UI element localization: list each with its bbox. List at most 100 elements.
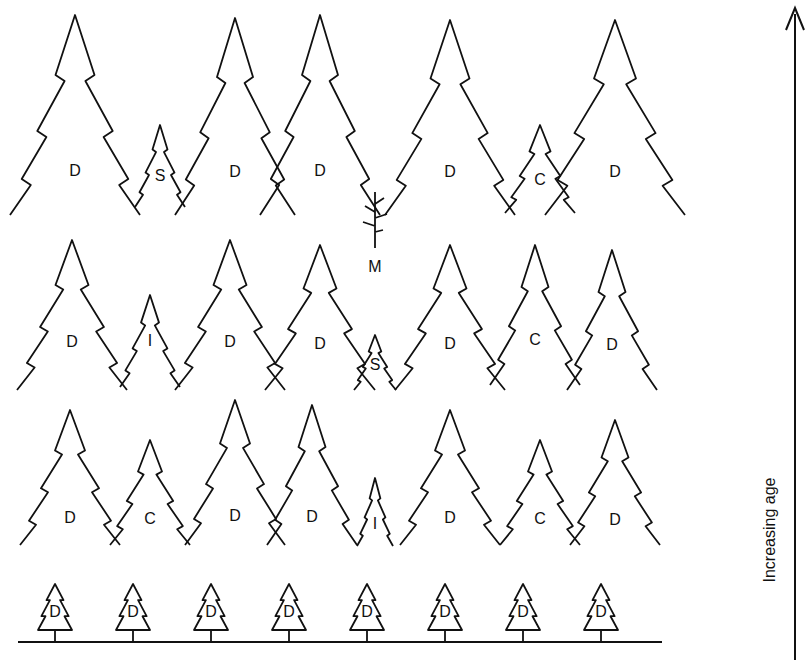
tree-outline bbox=[490, 245, 580, 385]
tree-outline bbox=[567, 250, 657, 390]
crown-class-letter: I bbox=[373, 515, 377, 533]
outline-path bbox=[10, 15, 140, 215]
tree-crown: D bbox=[395, 245, 505, 390]
crown-class-letter: D bbox=[64, 509, 76, 527]
tree-outline bbox=[395, 245, 505, 390]
crown-class-letter: D bbox=[229, 507, 241, 525]
outline-path bbox=[400, 410, 500, 545]
outline-path bbox=[354, 335, 396, 390]
tree-crown: D bbox=[116, 584, 150, 642]
tree-crown: D bbox=[428, 584, 462, 642]
outline-path bbox=[506, 584, 540, 642]
crown-class-letter: D bbox=[224, 333, 236, 351]
outline-path bbox=[395, 245, 505, 390]
tree-crown: D bbox=[570, 420, 660, 545]
outline-path bbox=[490, 245, 580, 385]
outline-path bbox=[194, 584, 228, 642]
outline-path bbox=[357, 478, 393, 546]
crown-class-letter: D bbox=[306, 508, 318, 526]
crown-class-letter: D bbox=[444, 335, 456, 353]
tree-crown: D bbox=[506, 584, 540, 642]
tree-crown: D bbox=[400, 410, 500, 545]
crown-class-letter: D bbox=[517, 603, 529, 621]
crown-class-letter: I bbox=[148, 332, 152, 350]
tree-crown: D bbox=[10, 15, 140, 215]
tree-crown: C bbox=[490, 245, 580, 385]
crown-class-letter: C bbox=[534, 171, 546, 189]
tree-outline bbox=[110, 440, 190, 545]
outline-path bbox=[265, 245, 375, 390]
dead-tree: M bbox=[358, 192, 392, 276]
outline-path bbox=[175, 18, 295, 215]
tree-crown: D bbox=[267, 405, 357, 545]
crown-class-letter: D bbox=[229, 163, 241, 181]
tree-outline bbox=[175, 240, 285, 390]
tree-outline bbox=[500, 440, 580, 545]
outline-path bbox=[428, 584, 462, 642]
outline-path bbox=[545, 20, 685, 215]
tree-outline bbox=[357, 478, 393, 546]
outline-path bbox=[350, 584, 384, 642]
outline-path bbox=[120, 295, 180, 387]
tree-crown: D bbox=[272, 584, 306, 642]
outline-path bbox=[135, 125, 185, 207]
crown-class-letter: S bbox=[370, 356, 381, 374]
tree-outline bbox=[17, 240, 127, 390]
tree-outline bbox=[10, 15, 140, 215]
outline-path bbox=[260, 15, 380, 215]
crown-class-letter: D bbox=[439, 603, 451, 621]
tree-crown: D bbox=[175, 18, 295, 215]
crown-class-letter: D bbox=[444, 509, 456, 527]
crown-class-letter: C bbox=[144, 510, 156, 528]
crown-class-letter: D bbox=[609, 163, 621, 181]
outline-path bbox=[272, 584, 306, 642]
crown-class-letter: D bbox=[205, 603, 217, 621]
tree-crown: D bbox=[545, 20, 685, 215]
outline-path bbox=[38, 584, 72, 642]
tree-crown: S bbox=[354, 335, 396, 390]
crown-class-letter: D bbox=[609, 511, 621, 529]
ground-line bbox=[18, 641, 662, 643]
tree-crown: D bbox=[260, 15, 380, 215]
tree-crown: D bbox=[265, 245, 375, 390]
outline-path bbox=[20, 410, 120, 545]
outline-path bbox=[385, 20, 515, 215]
outline-path bbox=[363, 192, 387, 248]
tree-outline bbox=[175, 18, 295, 215]
outline-path bbox=[185, 400, 285, 545]
outline-path bbox=[175, 240, 285, 390]
tree-crown: D bbox=[38, 584, 72, 642]
tree-crown: D bbox=[185, 400, 285, 545]
tree-outline bbox=[385, 20, 515, 215]
tree-outline bbox=[135, 125, 185, 207]
outline-path bbox=[584, 584, 618, 642]
tree-crown: D bbox=[584, 584, 618, 642]
tree-crown: D bbox=[350, 584, 384, 642]
tree-outline bbox=[265, 245, 375, 390]
crown-class-letter: D bbox=[314, 162, 326, 180]
crown-class-letter: M bbox=[368, 258, 381, 276]
crown-class-letter: D bbox=[127, 603, 139, 621]
tree-crown: D bbox=[194, 584, 228, 642]
tree-crown: S bbox=[135, 125, 185, 207]
crown-class-letter: D bbox=[283, 603, 295, 621]
crown-class-letter: D bbox=[66, 333, 78, 351]
age-axis bbox=[794, 14, 796, 660]
tree-outline bbox=[545, 20, 685, 215]
crown-class-letter: D bbox=[49, 603, 61, 621]
crown-class-letter: S bbox=[155, 167, 166, 185]
outline-path bbox=[570, 420, 660, 545]
crown-class-letter: D bbox=[606, 336, 618, 354]
crown-class-letter: C bbox=[529, 331, 541, 349]
tree-crown: C bbox=[110, 440, 190, 545]
crown-class-letter: C bbox=[534, 510, 546, 528]
tree-crown: D bbox=[385, 20, 515, 215]
crown-class-letter: D bbox=[69, 162, 81, 180]
crown-class-letter: D bbox=[595, 603, 607, 621]
tree-crown: D bbox=[17, 240, 127, 390]
crown-class-letter: D bbox=[444, 163, 456, 181]
outline-path bbox=[110, 440, 190, 545]
crown-class-letter: D bbox=[361, 603, 373, 621]
tree-crown: D bbox=[20, 410, 120, 545]
